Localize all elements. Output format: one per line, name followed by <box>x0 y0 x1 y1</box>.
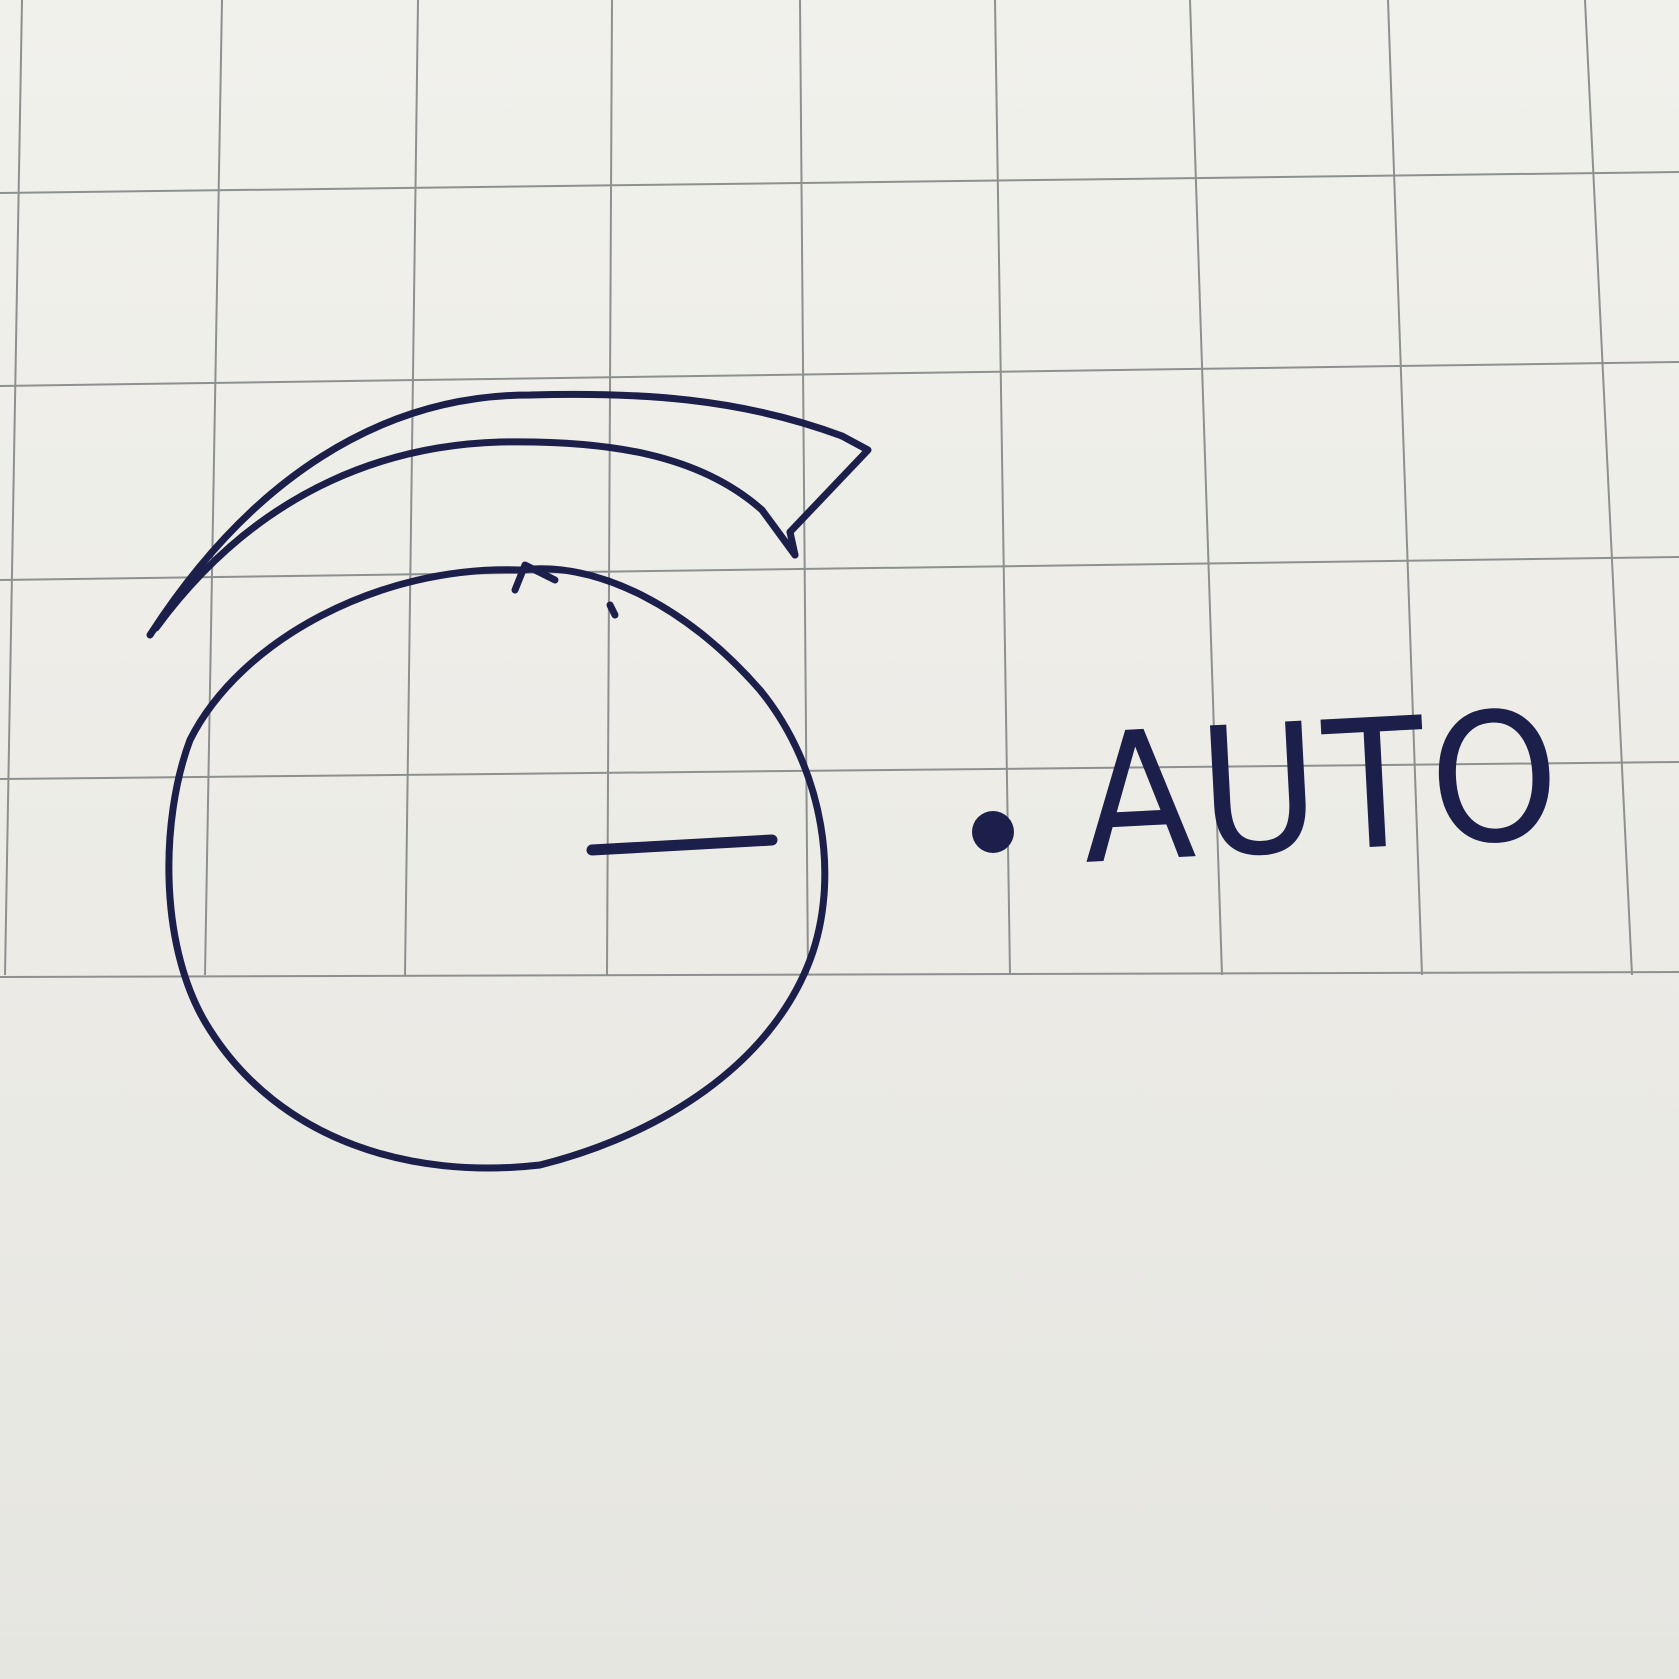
curved-arrow-icon <box>146 390 872 639</box>
grid-line <box>0 761 1679 780</box>
grid-line <box>0 171 1679 194</box>
grid-line <box>994 0 1011 976</box>
knob-indicator-line <box>586 834 778 856</box>
grid-line <box>1584 0 1633 976</box>
grid-line <box>1387 0 1423 976</box>
grid-line <box>4 0 23 976</box>
grid-line <box>204 0 223 976</box>
grid-line <box>404 0 419 976</box>
grid-line <box>799 0 809 976</box>
grid-vertical-lines <box>4 0 1633 976</box>
dot-icon <box>972 811 1014 853</box>
grid-horizontal-lines <box>0 171 1679 978</box>
grid-line <box>606 0 613 976</box>
grid-line <box>0 971 1679 978</box>
grid-line <box>0 556 1679 581</box>
auto-label: AUTO <box>1076 671 1570 904</box>
grid-line <box>0 361 1679 387</box>
rotary-knob-icon <box>165 561 829 1172</box>
grid-line <box>1189 0 1223 976</box>
